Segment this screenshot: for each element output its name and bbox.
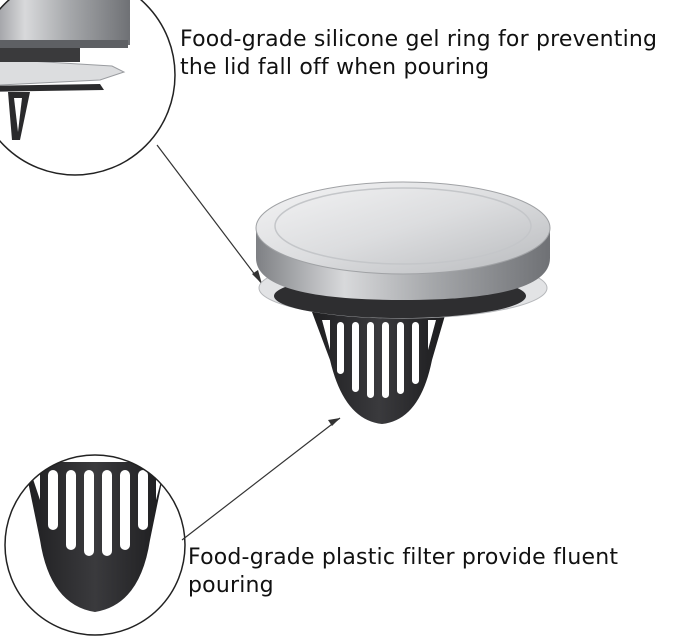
top-leader-line — [156, 144, 263, 285]
bottom-leader-line — [181, 417, 341, 541]
lid-detail-zoom — [0, 0, 176, 176]
silicone-ring-caption: Food-grade silicone gel ring for prevent… — [180, 27, 658, 80]
stainless-lid-with-filter-icon — [255, 181, 551, 424]
plastic-filter-caption: Food-grade plastic filter provide fluent… — [188, 545, 619, 598]
filter-detail-zoom — [4, 454, 186, 636]
